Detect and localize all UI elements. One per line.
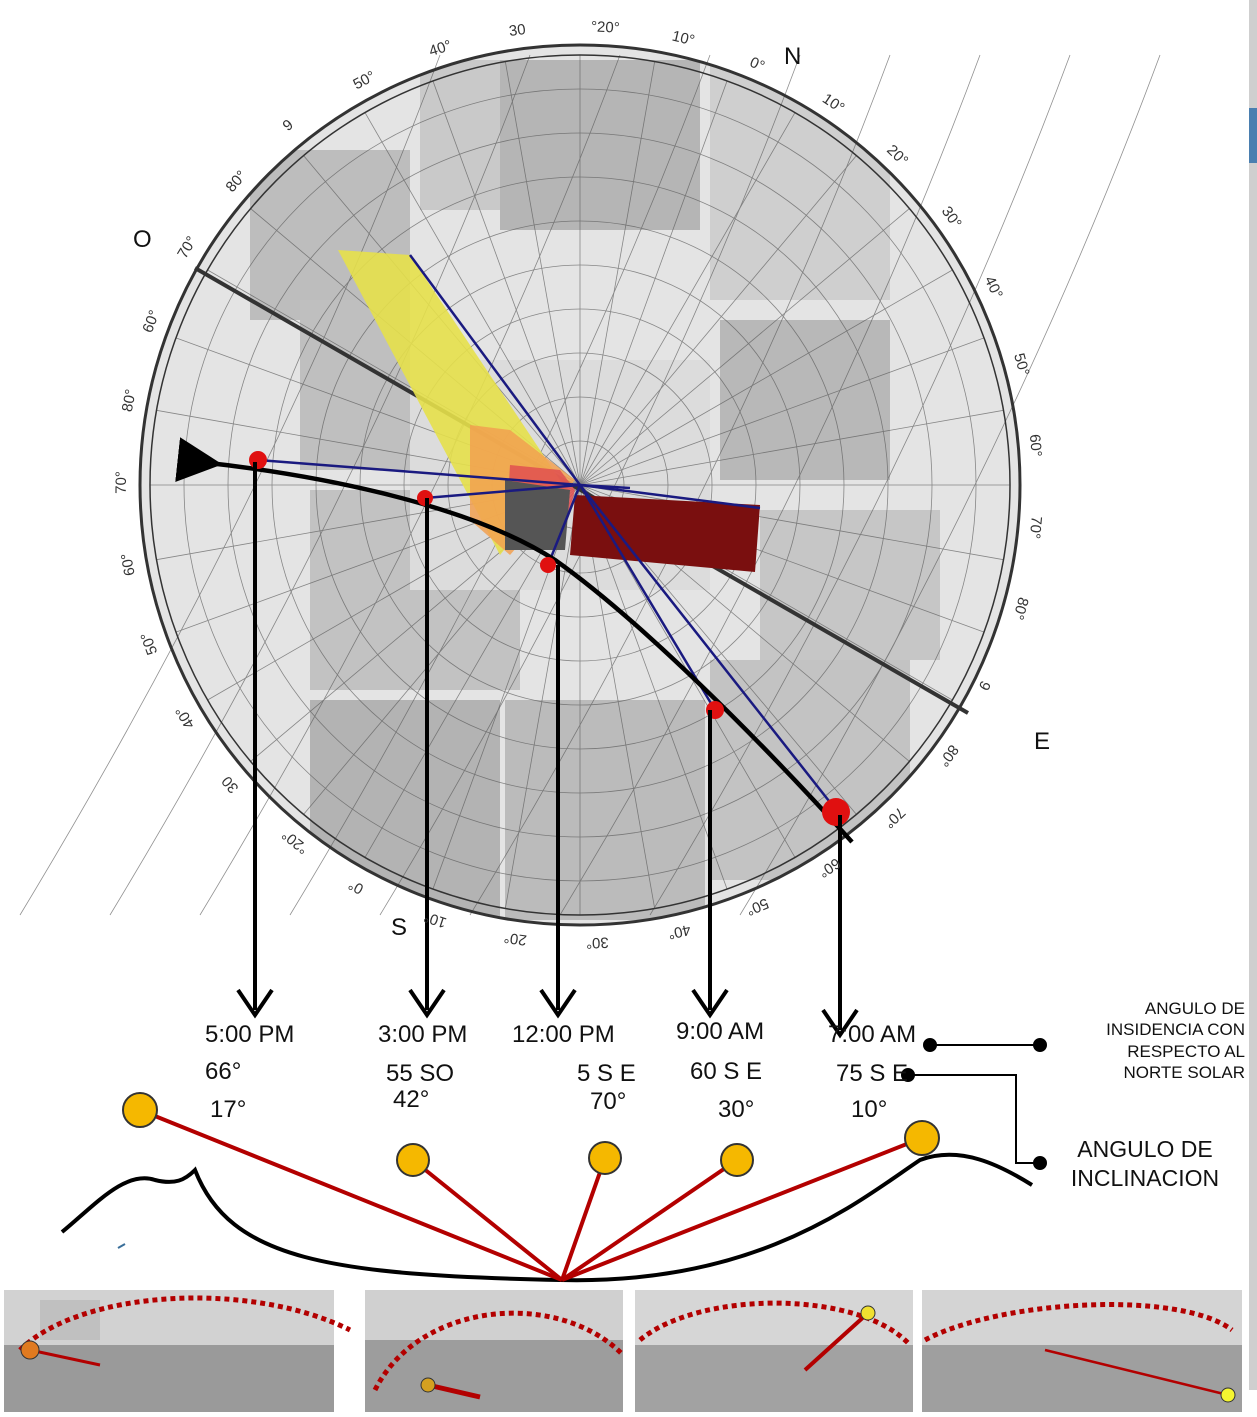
building-block (505, 480, 570, 550)
cardinal-east: E (1034, 728, 1051, 755)
grid-spoke (432, 484, 581, 890)
grid-spoke (579, 155, 857, 486)
grid-spoke (579, 269, 953, 486)
altitude-label: 42° (393, 1086, 430, 1113)
shadow-dark (570, 495, 760, 572)
sun-icon (122, 1092, 158, 1128)
city-block (505, 700, 705, 920)
grid-spoke (579, 80, 728, 486)
degree-tick-label: 30 (507, 20, 527, 40)
azimuth-label: 55 SO (386, 1060, 455, 1087)
legend-inclination: ANGULO DE INCLINACION (1050, 1135, 1240, 1193)
sun-icon (904, 1120, 940, 1156)
equinox-axis (194, 266, 969, 715)
thumbnail-2 (365, 1290, 625, 1412)
grid-hour-line (559, 54, 981, 916)
city-block (500, 60, 700, 230)
marker-5pm (249, 451, 267, 469)
azimuth-label: 66° (205, 1058, 242, 1085)
degree-tick-label: 70° (1025, 515, 1045, 540)
thumbnail-3 (635, 1290, 913, 1412)
degree-tick-label: 80° (118, 387, 140, 414)
thumbnail-1 (4, 1290, 352, 1412)
grid-spoke (432, 80, 581, 486)
grid-spoke (504, 484, 581, 909)
altitude-label: 30° (718, 1096, 755, 1123)
grid-spoke (579, 112, 796, 486)
degree-tick-label: 10° (670, 27, 697, 50)
azimuth-label: 75 S E (836, 1060, 909, 1087)
time-label: 7:00 AM (828, 1021, 917, 1048)
marker-7am (822, 798, 850, 826)
time-label: 12:00 PM (512, 1021, 615, 1048)
thumbnails (4, 1290, 1242, 1412)
legend-incidence-line: INSIDENCIA CON (1106, 1020, 1245, 1040)
thumbnail-4 (922, 1290, 1242, 1412)
cardinal-south: S (391, 914, 408, 941)
legend-incidence: ANGULO DE INSIDENCIA CON RESPECTO AL NOR… (1025, 998, 1245, 1083)
grid-hour-line (379, 54, 801, 916)
grid-hour-line (649, 54, 1071, 916)
city-block (760, 510, 940, 660)
legend-inclination-line: INCLINACION (1070, 1164, 1220, 1191)
time-label: 9:00 AM (676, 1018, 765, 1045)
cardinal-north: N (784, 43, 802, 70)
degree-tick-label: 70° (112, 470, 130, 494)
grid-hour-line (469, 54, 891, 916)
sun-rays (139, 1108, 923, 1282)
grid-spoke (579, 61, 656, 486)
scrollbar-thumb[interactable] (1249, 108, 1257, 163)
city-block (310, 700, 500, 920)
azimuth-label: 60 S E (690, 1058, 763, 1085)
dial-rings (138, 43, 1022, 927)
sun-position-markers (249, 451, 850, 826)
cardinal-west: O (133, 226, 152, 253)
grid-hour-line (199, 54, 621, 916)
degree-tick-label: 60° (1026, 433, 1046, 458)
altitude-label: 17° (210, 1096, 247, 1123)
projection-arrows (236, 462, 859, 1039)
window-scrollbar[interactable] (1249, 0, 1257, 1390)
azimuth-label: 5 S E (577, 1060, 636, 1087)
degree-tick-label: °20° (590, 17, 620, 37)
sun-path-curve (175, 437, 854, 844)
legend-incidence-line: ANGULO DE (1144, 999, 1245, 1018)
time-label: 3:00 PM (378, 1021, 468, 1048)
degree-tick-label: 60° (117, 551, 139, 577)
legend-incidence-line: NORTE SOLAR (1123, 1062, 1245, 1082)
grid-hour-line (739, 54, 1161, 916)
time-label: 5:00 PM (205, 1021, 295, 1048)
grid-spoke (364, 112, 581, 486)
altitude-label: 70° (590, 1088, 627, 1115)
city-block (710, 60, 890, 300)
grid-spoke (504, 61, 581, 486)
marker-12pm (540, 557, 556, 573)
sun-icon (720, 1143, 754, 1177)
sun-icons (122, 1092, 940, 1177)
grid-spoke (579, 409, 1004, 486)
grid-spoke (579, 484, 1004, 561)
legend-connectors (901, 1038, 1047, 1170)
grid-spoke (579, 208, 910, 486)
altitude-label: 10° (851, 1096, 888, 1123)
legend-incidence-line: RESPECTO AL (1127, 1041, 1245, 1061)
altitude-profile (60, 1152, 1034, 1283)
sun-icon (588, 1141, 622, 1175)
solar-lines (257, 254, 841, 816)
sun-icon (396, 1143, 430, 1177)
legend-inclination-line: ANGULO DE (1077, 1136, 1213, 1162)
profile-mark (117, 1243, 126, 1249)
degree-tick-label: 30° (585, 933, 610, 952)
degree-tick-label: 20° (503, 928, 529, 949)
grid-spoke (579, 337, 985, 486)
